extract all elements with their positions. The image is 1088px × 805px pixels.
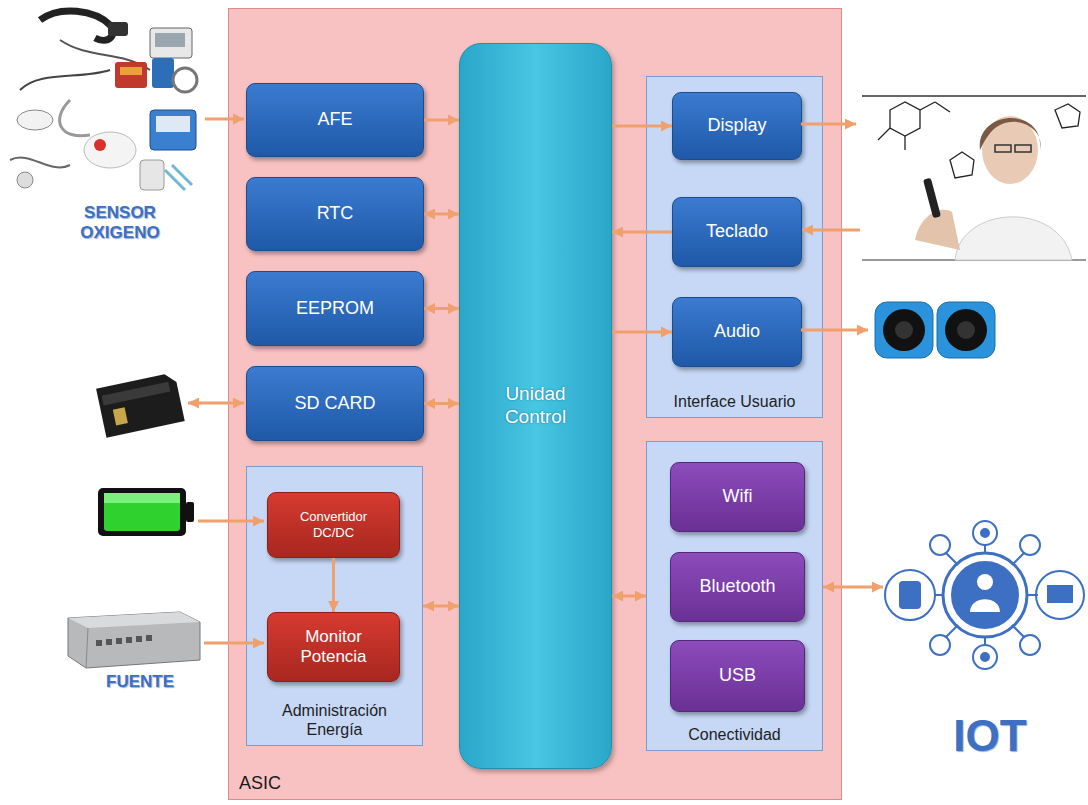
- connector-arrow: [332, 558, 335, 612]
- io-arrow: [823, 586, 883, 589]
- node-label: Unidad Control: [486, 383, 586, 429]
- figure-label: IOT: [953, 710, 1026, 763]
- connector-arrow: [424, 213, 459, 216]
- figure-label: FUENTE: [106, 672, 174, 692]
- node-label: USB: [719, 665, 756, 687]
- connector-arrow: [612, 595, 646, 598]
- asic-boundary: ASIC AFE RTC EEPROM SD CARD Administración En…: [228, 8, 842, 800]
- node-label: Interface Usuario: [674, 392, 796, 411]
- figure-label: SENSOR OXIGENO: [70, 203, 170, 244]
- node-label: Wifi: [723, 486, 753, 508]
- input-arrow: [205, 118, 244, 121]
- figure-label: FUENTE: [90, 672, 190, 692]
- iot-network-picture: [885, 521, 1084, 669]
- node-label: Teclado: [706, 221, 768, 243]
- power-supply-picture: [68, 612, 200, 668]
- power-monitor-box: Monitor Potencia: [267, 612, 400, 682]
- connector-arrow: [612, 125, 672, 128]
- output-arrow: [801, 123, 856, 126]
- input-arrow: [802, 229, 860, 232]
- node-label: Administración Energía: [260, 701, 410, 739]
- connector-arrow: [424, 119, 459, 122]
- output-arrow: [801, 329, 868, 332]
- connector-arrow: [424, 307, 459, 310]
- node-label: EEPROM: [296, 298, 374, 320]
- node-label: Conectividad: [688, 725, 781, 744]
- speakers-picture: [875, 302, 995, 358]
- node-label: ASIC: [239, 773, 281, 795]
- process-box: SD CARD: [246, 366, 424, 441]
- node-label: Convertidor DC/DC: [286, 509, 381, 540]
- interface-box: Wifi: [670, 462, 805, 532]
- interface-box: Bluetooth: [670, 552, 805, 622]
- node-label: Bluetooth: [699, 576, 775, 598]
- node-label: RTC: [317, 203, 354, 225]
- node-label: AFE: [317, 109, 352, 131]
- io-arrow: [188, 402, 244, 405]
- connector-arrow: [612, 231, 672, 234]
- sd-card-picture: [96, 372, 185, 438]
- connector-arrow: [424, 402, 459, 405]
- user-picture: [862, 96, 1086, 260]
- figure-label: IOT: [940, 710, 1040, 763]
- process-box: Teclado: [672, 197, 802, 267]
- converter-box: Convertidor DC/DC: [267, 492, 400, 558]
- input-arrow: [204, 642, 264, 645]
- node-label: SD CARD: [294, 393, 375, 415]
- group-panel: Conectividad WifiBluetoothUSB: [646, 441, 823, 751]
- figure-label: SENSOR OXIGENO: [60, 203, 180, 244]
- process-box: Audio: [672, 297, 802, 367]
- input-arrow: [198, 520, 264, 523]
- connector-arrow: [612, 331, 672, 334]
- process-box: Display: [672, 92, 802, 160]
- connector-arrow: [423, 605, 459, 608]
- process-box: AFE: [246, 83, 424, 157]
- node-label: Monitor Potencia: [284, 627, 384, 668]
- group-panel: Interface Usuario DisplayTecladoAudio: [646, 76, 823, 418]
- control-unit: Unidad Control: [459, 43, 612, 769]
- interface-box: USB: [670, 640, 805, 712]
- node-label: Audio: [714, 321, 760, 343]
- battery-picture: [98, 488, 194, 536]
- process-box: RTC: [246, 177, 424, 251]
- process-box: EEPROM: [246, 271, 424, 346]
- node-label: Display: [707, 115, 766, 137]
- sensor-kit: [10, 11, 197, 190]
